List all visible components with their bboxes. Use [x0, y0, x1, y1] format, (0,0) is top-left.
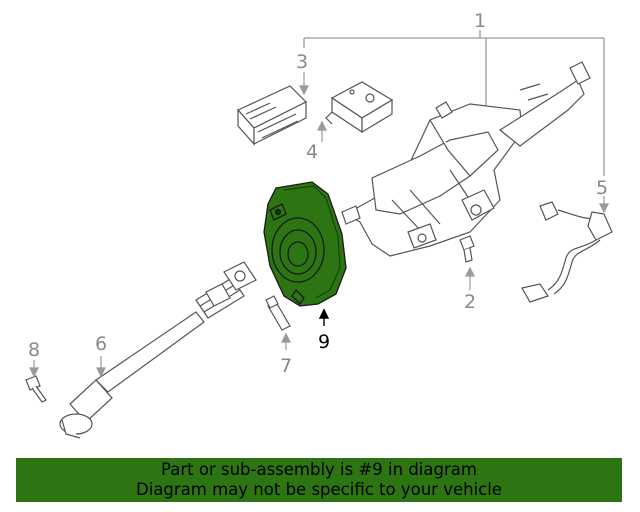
callout-7: 7 — [280, 355, 292, 377]
info-banner: Part or sub-assembly is #9 in diagram Di… — [16, 458, 622, 502]
callout-1: 1 — [474, 10, 486, 32]
callout-6: 6 — [95, 333, 107, 355]
banner-line-1: Part or sub-assembly is #9 in diagram — [161, 460, 477, 479]
banner-line-2: Diagram may not be specific to your vehi… — [136, 480, 502, 499]
callout-2: 2 — [464, 291, 476, 313]
callout-1-leader — [303, 30, 605, 176]
part-8-bolt — [25, 375, 47, 403]
part-9-cover-highlighted — [263, 181, 347, 307]
part-3-module — [237, 85, 308, 146]
callout-8: 8 — [28, 339, 40, 361]
part-4-sensor — [325, 81, 394, 134]
part-5-wiring-harness — [521, 201, 613, 303]
part-7-bolt — [265, 295, 291, 331]
callout-3: 3 — [296, 51, 308, 73]
part-6-intermediate-shaft — [59, 261, 257, 439]
callout-5: 5 — [596, 177, 608, 199]
callout-4: 4 — [306, 141, 318, 163]
part-2-bolt — [459, 235, 475, 263]
part-1-steering-column — [341, 61, 591, 257]
callout-9: 9 — [318, 331, 330, 353]
